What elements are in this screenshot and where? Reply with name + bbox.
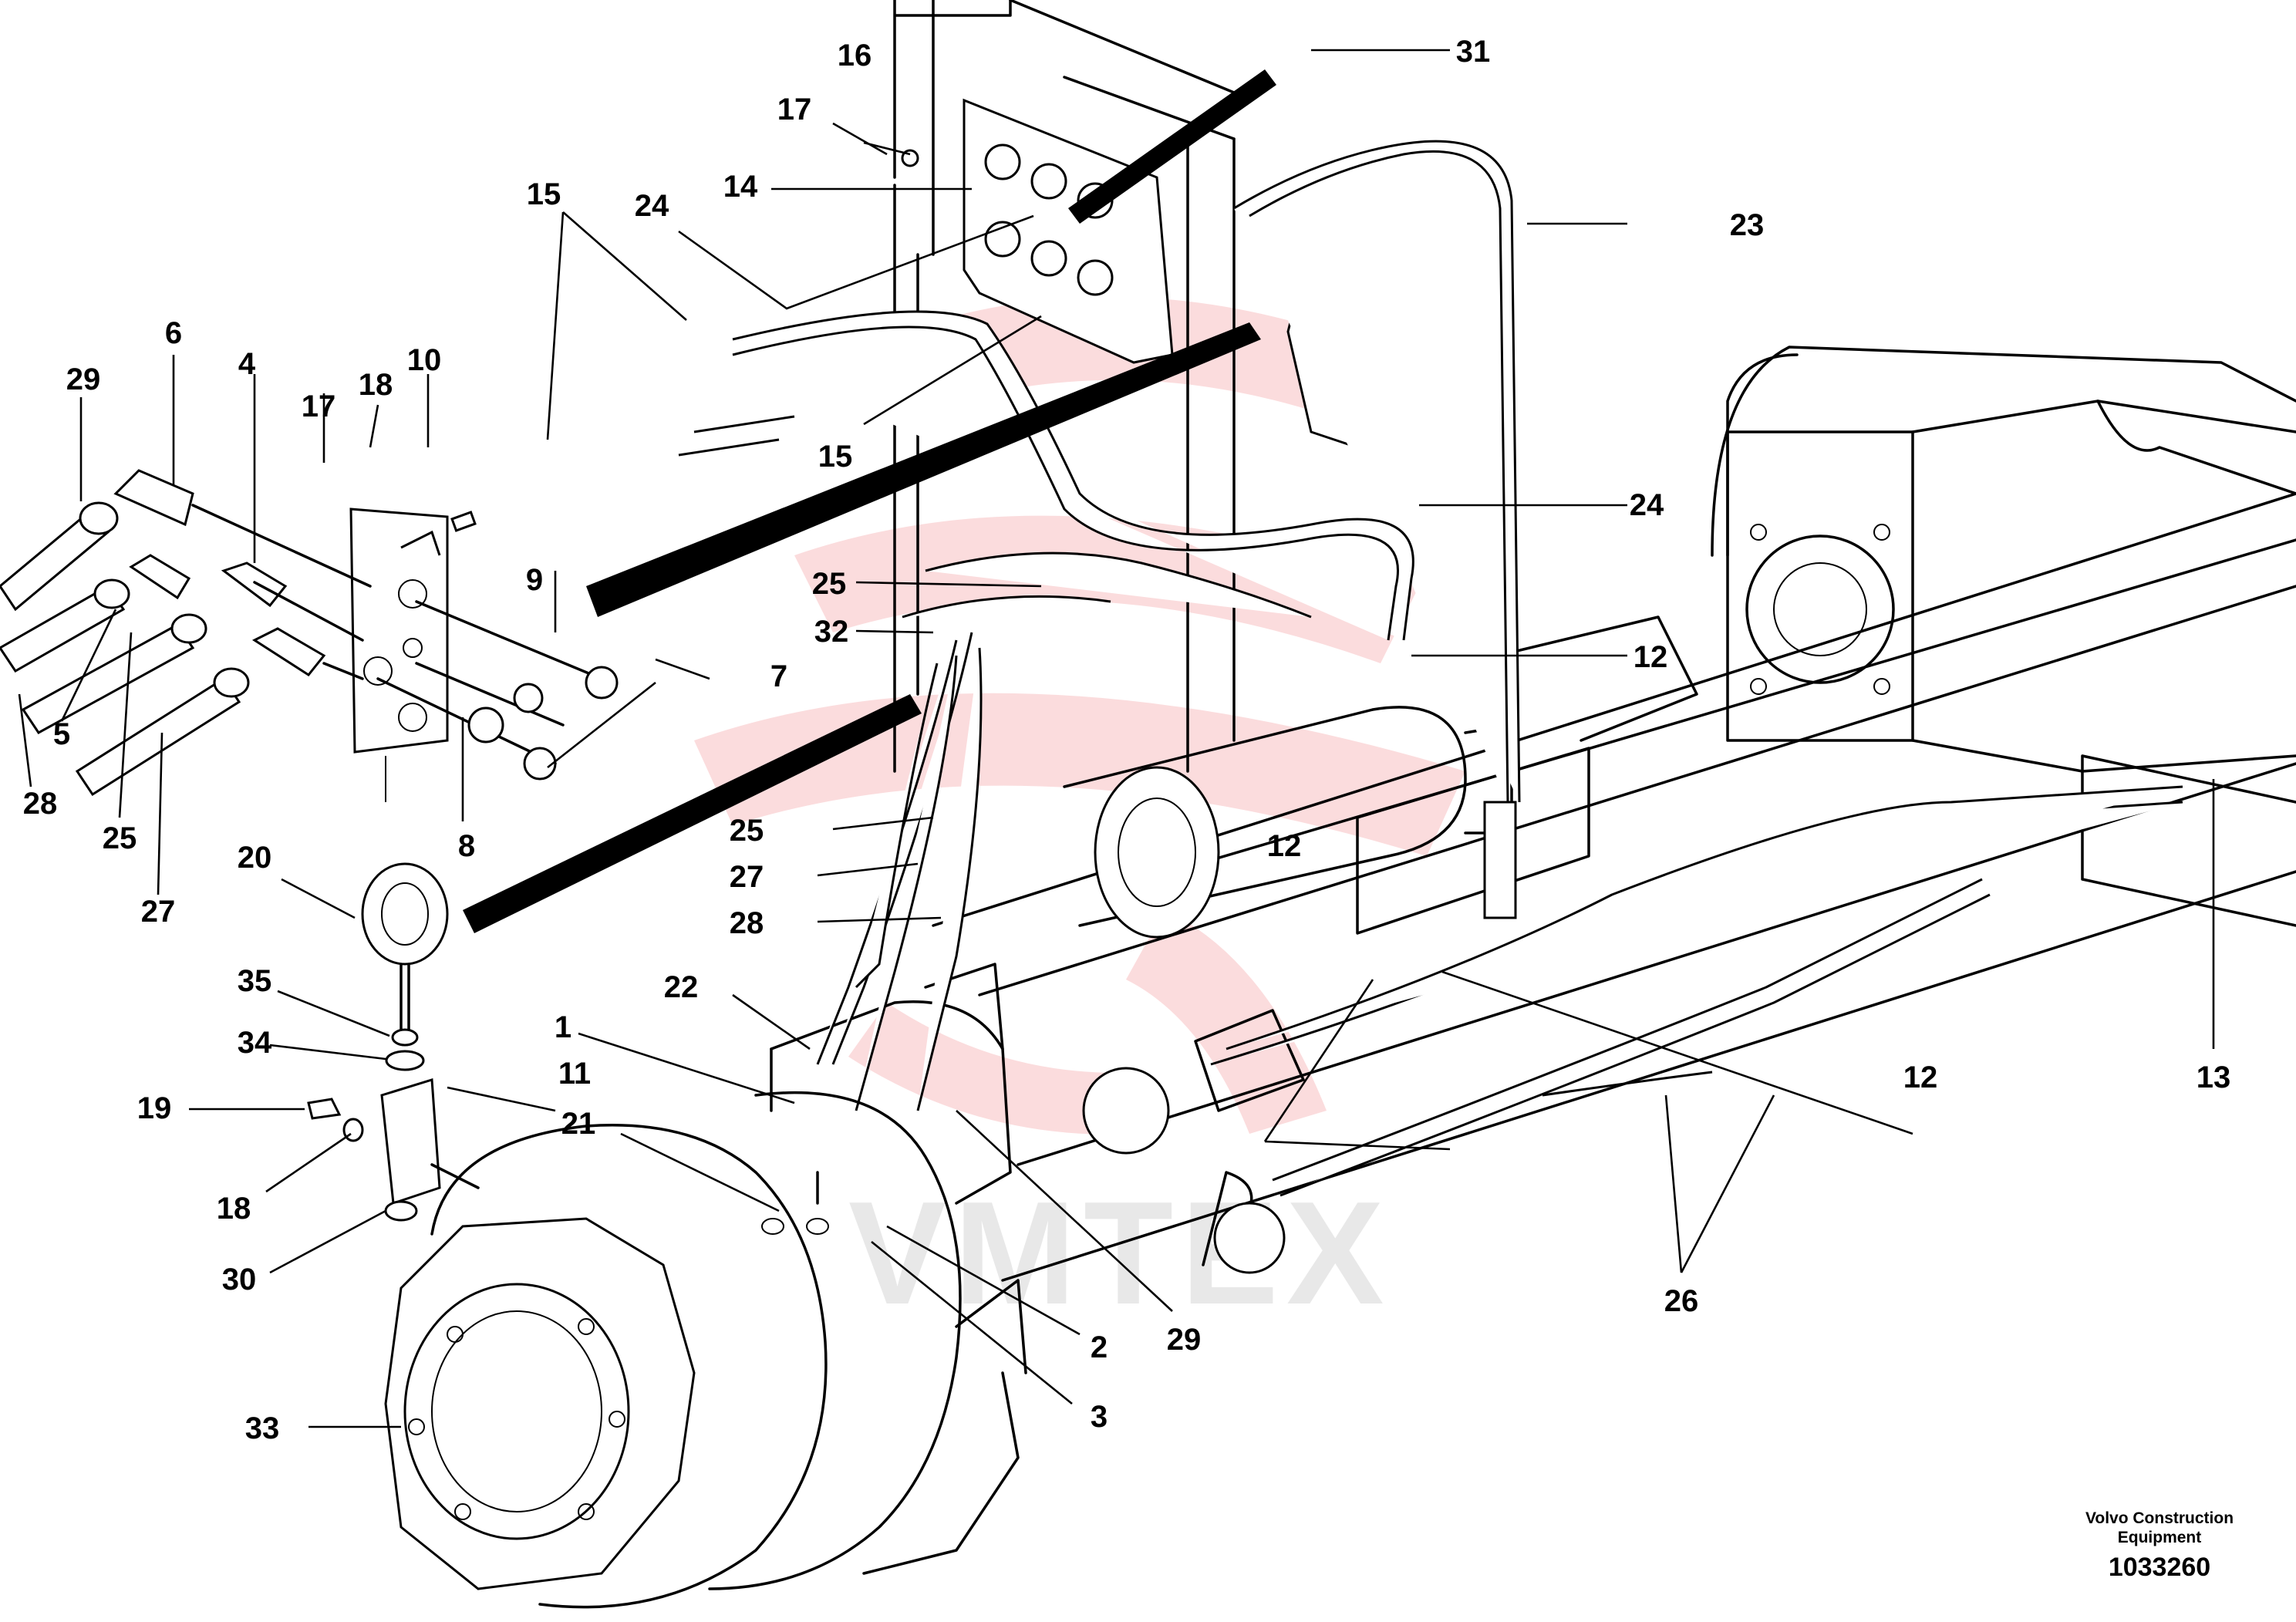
callout-24-right: 24 xyxy=(1630,488,1664,522)
callout-labels: 1 2 3 4 5 6 7 8 9 10 11 12 12 12 13 14 1… xyxy=(23,35,2231,1445)
callout-25-upper: 25 xyxy=(812,567,847,601)
callout-18-lower: 18 xyxy=(217,1192,251,1226)
credit-company-line2: Equipment xyxy=(2118,1529,2202,1546)
credit-block: Volvo Construction Equipment 1033260 xyxy=(2085,1509,2234,1582)
callout-4: 4 xyxy=(238,347,256,381)
callout-20: 20 xyxy=(238,841,272,875)
callout-6: 6 xyxy=(165,316,182,350)
callout-15-upper: 15 xyxy=(527,177,561,211)
callout-25-left: 25 xyxy=(103,821,137,855)
callout-24-upper: 24 xyxy=(635,189,669,223)
callout-10: 10 xyxy=(407,343,442,377)
axle-hub xyxy=(384,963,1027,1609)
callout-29-bottom: 29 xyxy=(1167,1323,1202,1357)
callout-3: 3 xyxy=(1091,1400,1108,1434)
callout-21: 21 xyxy=(561,1107,596,1141)
callout-30: 30 xyxy=(222,1263,257,1297)
drawing-number: 1033260 xyxy=(2109,1553,2210,1582)
watermark-text: VMTEX xyxy=(848,1172,1392,1335)
callout-34: 34 xyxy=(238,1026,272,1060)
callout-18-upper: 18 xyxy=(359,368,393,402)
callout-28-left: 28 xyxy=(23,787,58,821)
credit-company: Volvo Construction xyxy=(2085,1509,2234,1527)
leader-lines xyxy=(18,49,2215,1428)
callout-11: 11 xyxy=(558,1057,591,1091)
frame-structure xyxy=(893,0,2296,1282)
callout-27-left: 27 xyxy=(141,895,176,929)
callout-12-middle: 12 xyxy=(1267,829,1302,863)
callout-14: 14 xyxy=(723,170,758,204)
callout-28-mid: 28 xyxy=(730,906,764,940)
callout-35: 35 xyxy=(238,964,272,998)
callout-33: 33 xyxy=(245,1411,280,1445)
exploded-fittings-group xyxy=(0,469,619,802)
callout-25-lower: 25 xyxy=(730,814,764,848)
callout-17-left: 17 xyxy=(302,389,336,423)
heavy-leader-bars xyxy=(463,69,1276,933)
callout-19: 19 xyxy=(137,1091,172,1125)
callout-1: 1 xyxy=(555,1010,571,1044)
callout-27-mid: 27 xyxy=(730,860,764,894)
callout-12-upper: 12 xyxy=(1633,640,1668,674)
callout-31: 31 xyxy=(1456,35,1491,69)
callout-29-left: 29 xyxy=(66,363,101,396)
callout-5: 5 xyxy=(53,717,70,751)
hoses xyxy=(678,140,2183,1197)
callout-15-lower: 15 xyxy=(818,440,853,474)
callout-17-upper: 17 xyxy=(777,93,812,126)
callout-9: 9 xyxy=(526,563,543,597)
callout-13: 13 xyxy=(2197,1061,2231,1094)
callout-32: 32 xyxy=(814,615,849,649)
callout-8: 8 xyxy=(458,829,475,863)
callout-23: 23 xyxy=(1730,208,1765,242)
callout-7: 7 xyxy=(770,659,787,693)
callout-16: 16 xyxy=(838,39,872,73)
callout-26: 26 xyxy=(1664,1284,1699,1318)
callout-22: 22 xyxy=(664,970,699,1004)
callout-2: 2 xyxy=(1091,1330,1108,1364)
eye-bolt-bracket-group xyxy=(307,862,480,1222)
callout-12-lower: 12 xyxy=(1903,1061,1938,1094)
